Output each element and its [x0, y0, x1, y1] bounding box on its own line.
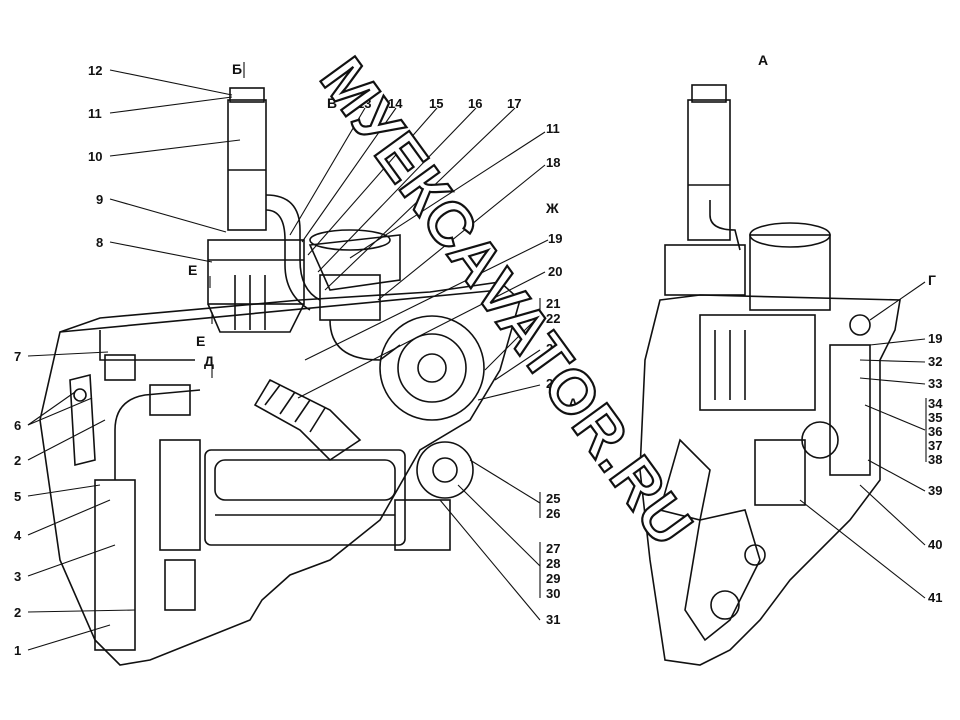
radiator-left — [94, 479, 136, 651]
callout-19b: 19 — [928, 331, 942, 346]
callout-30: 30 — [546, 586, 560, 601]
exhaust-pipe-view-a — [687, 99, 731, 241]
callout-28: 28 — [546, 556, 560, 571]
callout-10: 10 — [88, 149, 102, 164]
callout-36: 36 — [928, 424, 942, 439]
view-label-d: Д — [204, 353, 214, 369]
left-engine-view — [39, 87, 521, 666]
callout-14: 14 — [388, 96, 403, 111]
callout-11: 11 — [88, 106, 102, 121]
callout-19: 19 — [548, 231, 562, 246]
callout-21: 21 — [546, 296, 560, 311]
callout-9: 9 — [96, 192, 103, 207]
callout-8: 8 — [96, 235, 103, 250]
callout-20: 20 — [548, 264, 562, 279]
view-label-e2: Е — [196, 333, 205, 349]
callout-7: 7 — [14, 349, 21, 364]
callout-41: 41 — [928, 590, 942, 605]
callout-27: 27 — [546, 541, 560, 556]
view-label-g: Г — [928, 272, 936, 288]
callout-11b: 11 — [546, 121, 560, 136]
callout-31: 31 — [546, 612, 560, 627]
callout-17: 17 — [507, 96, 521, 111]
callout-35: 35 — [928, 410, 942, 425]
callout-37: 37 — [928, 438, 942, 453]
callout-26: 26 — [546, 506, 560, 521]
callout-32: 32 — [928, 354, 942, 369]
view-label-a: А — [758, 52, 768, 68]
callout-5: 5 — [14, 489, 21, 504]
view-labels: А Б В Г Д Е Е Ж А — [188, 52, 936, 411]
callout-16: 16 — [468, 96, 482, 111]
callout-18: 18 — [546, 155, 560, 170]
callout-24: 24 — [546, 376, 561, 391]
callout-25: 25 — [546, 491, 560, 506]
callout-22: 22 — [546, 311, 560, 326]
callout-34: 34 — [928, 396, 943, 411]
callout-38: 38 — [928, 452, 942, 467]
view-label-zh: Ж — [545, 200, 559, 216]
callout-15: 15 — [429, 96, 443, 111]
view-label-v: В — [327, 95, 337, 111]
engine-block — [204, 449, 406, 546]
air-cleaner-view-a — [749, 234, 831, 311]
view-label-e1: Е — [188, 262, 197, 278]
callout-33: 33 — [928, 376, 942, 391]
callout-4: 4 — [14, 528, 22, 543]
callout-2a: 2 — [14, 453, 21, 468]
callout-6: 6 — [14, 418, 21, 433]
callout-2b: 2 — [14, 605, 21, 620]
callout-labels: 12 11 10 9 8 7 6 2 5 4 3 2 1 13 14 15 16… — [14, 63, 943, 658]
callout-12: 12 — [88, 63, 102, 78]
view-label-a-arrow: А — [568, 395, 578, 411]
exhaust-pipe — [227, 99, 267, 231]
right-engine-view-a — [639, 84, 901, 666]
callout-29: 29 — [546, 571, 560, 586]
view-label-b: Б — [232, 61, 242, 77]
callout-39: 39 — [928, 483, 942, 498]
air-cleaner-left — [207, 239, 305, 305]
cooler-housing — [379, 315, 485, 421]
callout-23: 23 — [546, 341, 560, 356]
callout-40: 40 — [928, 537, 942, 552]
callout-13: 13 — [357, 96, 371, 111]
callout-3: 3 — [14, 569, 21, 584]
leader-lines — [27, 62, 927, 651]
callout-1: 1 — [14, 643, 21, 658]
